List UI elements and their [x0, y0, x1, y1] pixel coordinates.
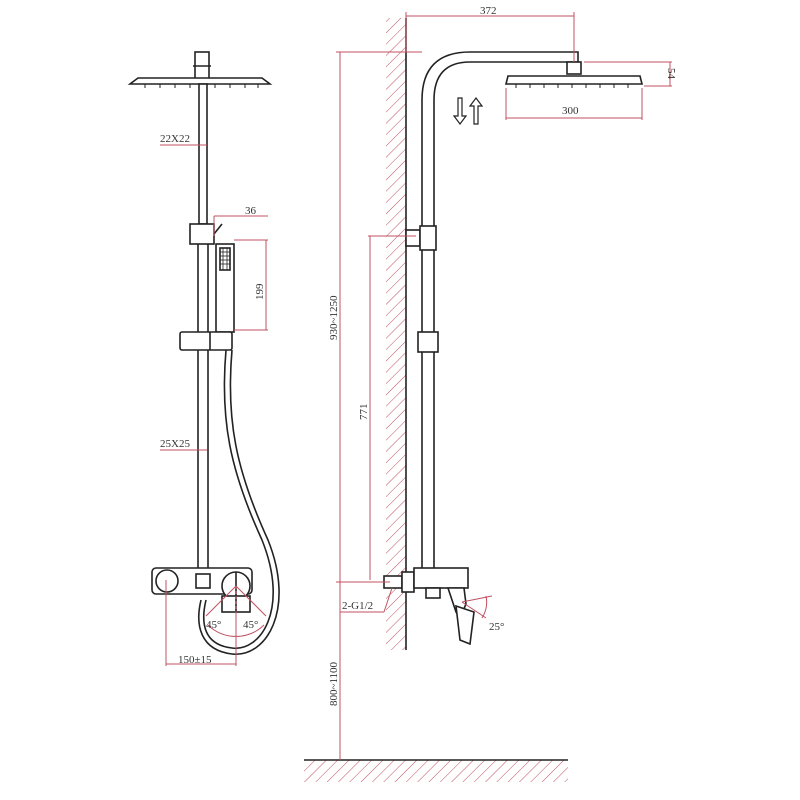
mounting-height-range-label: 800~1100 [328, 661, 340, 706]
arrow-up-down-icon [452, 97, 484, 125]
front-upper-riser [198, 83, 208, 225]
hand-shower-width-label: 36 [245, 205, 257, 217]
front-view: 22X22 36 199 25X25 45° 45° 150±15 [127, 51, 280, 666]
head-shower-thickness-label: 54 [665, 68, 677, 80]
front-lower-riser [197, 233, 209, 571]
head-shower-size-label: 300 [562, 105, 579, 117]
inlet-thread-label: 2-G1/2 [342, 600, 373, 612]
front-hose [202, 349, 274, 649]
inlet-center-distance-label: 150±15 [178, 654, 212, 666]
side-wall-bracket [405, 229, 421, 247]
handle-angle-right-label: 45° [243, 619, 258, 631]
hand-shower-length-label: 199 [254, 283, 266, 300]
side-mixer-valve [383, 567, 493, 646]
slide-bar-upper-size-label: 22X22 [160, 133, 190, 145]
handle-angle-left-label: 45° [206, 619, 221, 631]
side-slide-holder [417, 331, 439, 353]
side-spout [455, 604, 475, 646]
side-view: 372 54 300 930~1250 771 2-G1/2 25° 800~1… [304, 5, 677, 782]
spout-angle-label: 25° [489, 621, 504, 633]
arm-projection-label: 372 [480, 5, 497, 17]
wall-hatching [386, 18, 406, 650]
front-mixer-valve [151, 567, 253, 613]
front-hand-shower [215, 243, 235, 333]
side-head-shower [504, 75, 644, 85]
front-upper-bracket [189, 223, 215, 245]
slide-bar-length-label: 771 [358, 404, 370, 421]
side-dimension-lines [336, 12, 672, 760]
side-head-connector [566, 61, 582, 75]
front-slide-holder [179, 331, 233, 351]
total-height-range-label: 930~1250 [328, 295, 340, 340]
floor-hatching [304, 760, 568, 782]
side-riser-and-arm [421, 51, 579, 581]
front-dimension-lines [160, 144, 268, 666]
front-head-shower [127, 51, 273, 88]
slide-bar-lower-size-label: 25X25 [160, 438, 190, 450]
